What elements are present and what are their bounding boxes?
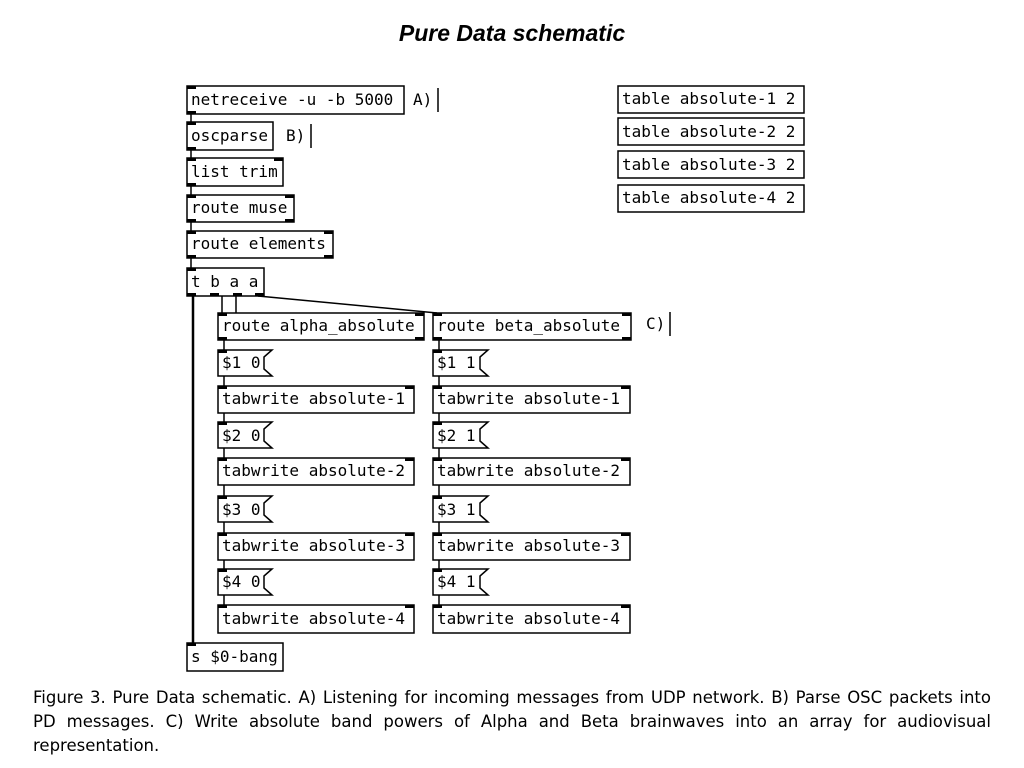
alpha-msg-1[interactable]: $1 0 <box>217 349 274 377</box>
route-elements-object[interactable]: route elements <box>186 230 334 259</box>
svg-text:tabwrite absolute-2: tabwrite absolute-2 <box>222 461 405 480</box>
cords <box>190 114 440 643</box>
table-absolute-2[interactable]: table absolute-2 2 <box>617 117 805 146</box>
oscparse-text: oscparse <box>191 126 268 145</box>
alpha-tabwrite-4[interactable]: tabwrite absolute-4 <box>217 604 415 634</box>
list-trim-object[interactable]: list trim <box>186 157 284 187</box>
route-alpha-object[interactable]: route alpha_absolute <box>217 312 425 341</box>
svg-text:table absolute-2 2: table absolute-2 2 <box>622 122 795 141</box>
svg-text:tabwrite absolute-3: tabwrite absolute-3 <box>437 536 620 555</box>
beta-tabwrite-2[interactable]: tabwrite absolute-2 <box>432 457 631 486</box>
send-bang-object[interactable]: s $0-bang <box>186 642 284 672</box>
trigger-object[interactable]: t b a a <box>186 267 265 297</box>
svg-text:$4 1: $4 1 <box>437 572 476 591</box>
comment-c: C) <box>646 314 665 333</box>
svg-text:tabwrite absolute-2: tabwrite absolute-2 <box>437 461 620 480</box>
diagram-title: Pure Data schematic <box>398 20 626 46</box>
svg-text:$4 0: $4 0 <box>222 572 261 591</box>
route-muse-text: route muse <box>191 198 287 217</box>
svg-text:$2 0: $2 0 <box>222 426 261 445</box>
svg-text:$1 1: $1 1 <box>437 353 476 372</box>
alpha-tabwrite-3[interactable]: tabwrite absolute-3 <box>217 532 415 561</box>
trigger-text: t b a a <box>191 272 258 291</box>
beta-tabwrite-1[interactable]: tabwrite absolute-1 <box>432 385 631 414</box>
alpha-chain: $1 0 tabwrite absolute-1 $2 0 tabwrite a… <box>217 349 415 634</box>
svg-text:tabwrite absolute-3: tabwrite absolute-3 <box>222 536 405 555</box>
alpha-msg-3[interactable]: $3 0 <box>217 495 274 523</box>
beta-chain: $1 1 tabwrite absolute-1 $2 1 tabwrite a… <box>432 349 631 634</box>
figure-caption: Figure 3. Pure Data schematic. A) Listen… <box>33 688 991 755</box>
route-beta-object[interactable]: route beta_absolute <box>432 312 632 341</box>
table-absolute-3[interactable]: table absolute-3 2 <box>617 150 805 179</box>
table-objects: table absolute-1 2 table absolute-2 2 ta… <box>617 85 805 213</box>
comment-b: B) <box>286 126 305 145</box>
svg-text:$1 0: $1 0 <box>222 353 261 372</box>
svg-text:table absolute-4 2: table absolute-4 2 <box>622 188 795 207</box>
table-absolute-1[interactable]: table absolute-1 2 <box>617 85 805 114</box>
oscparse-object[interactable]: oscparse <box>186 121 274 151</box>
table-absolute-4[interactable]: table absolute-4 2 <box>617 184 805 213</box>
svg-text:table absolute-1 2: table absolute-1 2 <box>622 89 795 108</box>
beta-tabwrite-4[interactable]: tabwrite absolute-4 <box>432 604 631 634</box>
svg-text:$3 1: $3 1 <box>437 500 476 519</box>
route-muse-object[interactable]: route muse <box>186 194 295 223</box>
route-elements-text: route elements <box>191 234 326 253</box>
route-alpha-text: route alpha_absolute <box>222 316 415 335</box>
beta-tabwrite-3[interactable]: tabwrite absolute-3 <box>432 532 631 561</box>
netreceive-object[interactable]: netreceive -u -b 5000 <box>186 85 405 115</box>
alpha-msg-2[interactable]: $2 0 <box>217 421 274 449</box>
alpha-tabwrite-2[interactable]: tabwrite absolute-2 <box>217 457 415 486</box>
route-beta-text: route beta_absolute <box>437 316 620 335</box>
svg-text:tabwrite absolute-4: tabwrite absolute-4 <box>222 609 405 628</box>
send-bang-text: s $0-bang <box>191 647 278 666</box>
alpha-tabwrite-1[interactable]: tabwrite absolute-1 <box>217 385 415 414</box>
beta-msg-4[interactable]: $4 1 <box>432 568 490 596</box>
svg-text:tabwrite absolute-1: tabwrite absolute-1 <box>222 389 405 408</box>
cord-trigger-routebeta <box>257 295 438 314</box>
beta-msg-2[interactable]: $2 1 <box>432 421 490 449</box>
svg-text:tabwrite absolute-4: tabwrite absolute-4 <box>437 609 620 628</box>
alpha-msg-4[interactable]: $4 0 <box>217 568 274 596</box>
comment-a: A) <box>413 90 432 109</box>
svg-text:tabwrite absolute-1: tabwrite absolute-1 <box>437 389 620 408</box>
netreceive-text: netreceive -u -b 5000 <box>191 90 393 109</box>
beta-msg-1[interactable]: $1 1 <box>432 349 490 377</box>
svg-text:table absolute-3 2: table absolute-3 2 <box>622 155 795 174</box>
svg-text:$2 1: $2 1 <box>437 426 476 445</box>
list-trim-text: list trim <box>191 162 278 181</box>
beta-msg-3[interactable]: $3 1 <box>432 495 490 523</box>
pd-patch-canvas: netreceive -u -b 5000 A) oscparse B) lis… <box>186 85 805 672</box>
svg-text:$3 0: $3 0 <box>222 500 261 519</box>
